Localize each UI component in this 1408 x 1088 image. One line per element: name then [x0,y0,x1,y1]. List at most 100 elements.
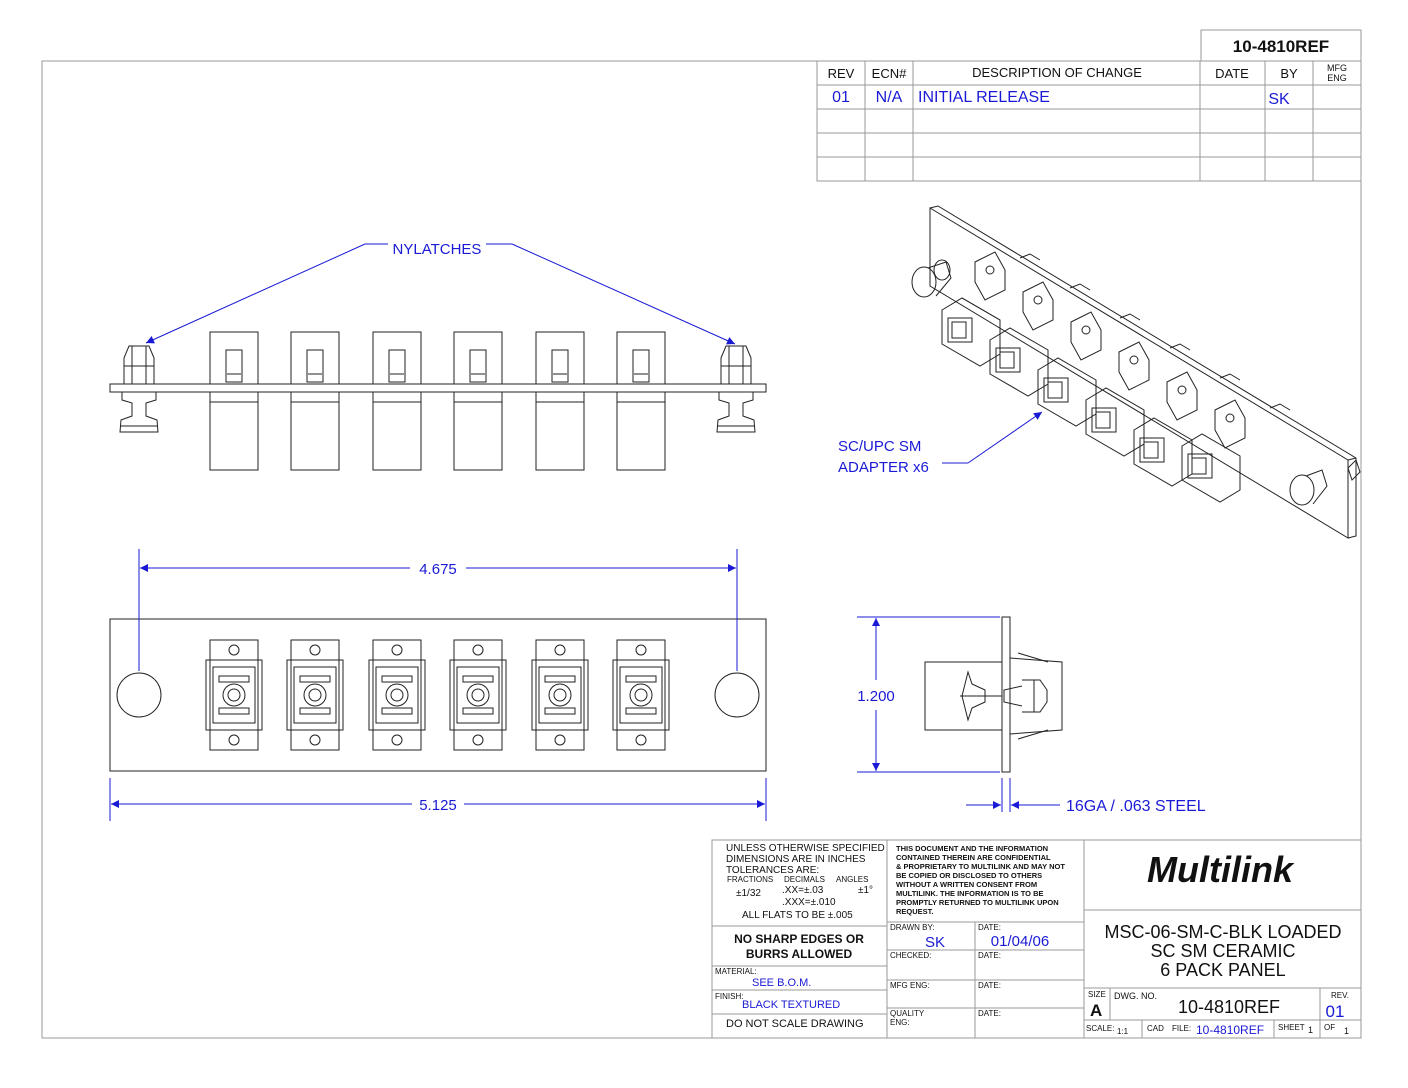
sheet-label: SHEET [1278,1023,1305,1032]
confidential-2: CONTAINED THEREIN ARE CONFIDENTIAL [896,853,1051,862]
row1-by: SK [1268,91,1290,108]
mfg-header-2: ENG [1327,73,1347,83]
scale-label: SCALE: [1086,1024,1114,1033]
side-panel [1001,616,1011,773]
ecn-header: ECN# [872,66,907,81]
thickness-callout: 16GA / .063 STEEL [966,778,1206,815]
confidential-3: & PROPRIETARY TO MULTILINK AND MAY NOT [896,862,1065,871]
nylatch-left [119,345,159,433]
dim-hole-spacing: 4.675 [138,549,738,671]
iso-latch-left [911,259,952,298]
checked-date-label: DATE: [978,951,1001,960]
size-label: SIZE [1088,990,1106,999]
drawing-title-1: MSC-06-SM-C-BLK LOADED [1104,922,1341,942]
material-label: MATERIAL: [715,967,757,976]
front-view: 4.675 5.125 [109,549,767,821]
adapter-top-6 [616,331,666,471]
by-header: BY [1280,66,1298,81]
company-logo: Multilink [1147,849,1295,890]
drawing-title-3: 6 PACK PANEL [1160,960,1285,980]
cad-label: CAD [1147,1024,1164,1033]
finish-value: BLACK TEXTURED [742,999,840,1011]
tol-frac-val: ±1/32 [736,888,761,899]
dwg-no-label: DWG. NO. [1114,991,1157,1001]
adapter-top-3 [372,331,422,471]
tol-line-1: UNLESS OTHERWISE SPECIFIED [726,843,885,854]
drawn-date: 01/04/06 [991,933,1049,950]
desc-header: DESCRIPTION OF CHANGE [972,65,1142,80]
side-view: 1.200 16GA / .063 STEEL [857,616,1206,815]
doc-number-top: 10-4810REF [1233,37,1329,56]
date-header: DATE [1215,66,1249,81]
tol-angles: ANGLES [836,875,868,884]
tol-decimals: DECIMALS [784,875,825,884]
finish-label: FINISH: [715,992,743,1001]
quality-label-1: QUALITY [890,1009,925,1018]
dim-panel-height: 1.200 [857,616,1000,773]
confidential-8: REQUEST. [896,907,934,916]
mfg-eng-label: MFG ENG: [890,981,930,990]
drawn-by-label: DRAWN BY: [890,923,935,932]
quality-date-label: DATE: [978,1009,1001,1018]
isometric-view: SC/UPC SM ADAPTER x6 [838,205,1361,539]
drawing-title-2: SC SM CERAMIC [1150,941,1295,961]
adapter-top-5 [535,331,585,471]
checked-label: CHECKED: [890,951,931,960]
drawn-date-label: DATE: [978,923,1001,932]
adapter-top-4 [453,331,503,471]
tol-dec-xxx: .XXX=±.010 [782,897,836,908]
confidential-5: WITHOUT A WRITTEN CONSENT FROM [896,880,1037,889]
top-view: NYLATCHES [109,241,767,471]
file-label: FILE: [1172,1024,1191,1033]
adapter-front-1 [205,639,263,751]
rev-value: 01 [1326,1002,1345,1021]
rev-label: REV. [1331,991,1349,1000]
do-not-scale: DO NOT SCALE DRAWING [726,1018,864,1030]
drawn-by-value: SK [925,934,945,951]
confidential-6: MULTILINK. THE INFORMATION IS TO BE [896,889,1044,898]
sheet-border [41,60,1362,1039]
dwg-no-value: 10-4810REF [1178,997,1280,1017]
dim-panel-height-text: 1.200 [857,688,895,705]
material-note: 16GA / .063 STEEL [1066,798,1206,815]
tol-line-3: TOLERANCES ARE: [726,865,819,876]
of-value: 1 [1344,1026,1349,1036]
quality-label-2: ENG: [890,1018,910,1027]
adapter-front-4 [449,639,507,751]
doc-number-box: 10-4810REF [1200,29,1362,62]
tol-ang-val: ±1° [858,885,873,896]
no-sharp-line-2: BURRS ALLOWED [746,947,853,961]
mount-hole-right [714,672,760,718]
row1-ecn: N/A [876,89,903,106]
iso-latch-right [1289,459,1361,506]
adapter-callout: SC/UPC SM ADAPTER x6 [838,411,1043,476]
confidential-1: THIS DOCUMENT AND THE INFORMATION [896,844,1048,853]
material-value: SEE B.O.M. [752,977,811,989]
adapter-front-2 [286,639,344,751]
nylatches-label: NYLATCHES [393,241,482,258]
of-label: OF [1324,1023,1335,1032]
scale-value: 1:1 [1117,1027,1129,1036]
adapter-top-2 [290,331,340,471]
confidential-7: PROMPTLY RETURNED TO MULTILINK UPON [896,898,1059,907]
adapter-front-3 [368,639,426,751]
dim-hole-spacing-text: 4.675 [419,561,457,578]
no-sharp-line-1: NO SHARP EDGES OR [734,932,864,946]
adapter-top-1 [209,331,259,471]
confidential-4: BE COPIED OR DISCLOSED TO OTHERS [896,871,1042,880]
mfg-header-1: MFG [1327,63,1347,73]
dim-panel-length: 5.125 [109,778,767,821]
sheet-value: 1 [1308,1025,1313,1035]
tol-fractions: FRACTIONS [727,875,773,884]
row1-rev: 01 [832,89,850,106]
iso-adapter-6 [1181,399,1246,503]
title-block: UNLESS OTHERWISE SPECIFIED DIMENSIONS AR… [711,839,1362,1039]
adapter-front-6 [612,639,670,751]
row1-desc: INITIAL RELEASE [918,89,1050,106]
mount-hole-left [116,672,162,718]
tol-line-2: DIMENSIONS ARE IN INCHES [726,854,866,865]
tol-flats: ALL FLATS TO BE ±.005 [742,910,853,921]
tol-dec-xx: .XX=±.03 [782,885,824,896]
size-value: A [1090,1001,1102,1020]
